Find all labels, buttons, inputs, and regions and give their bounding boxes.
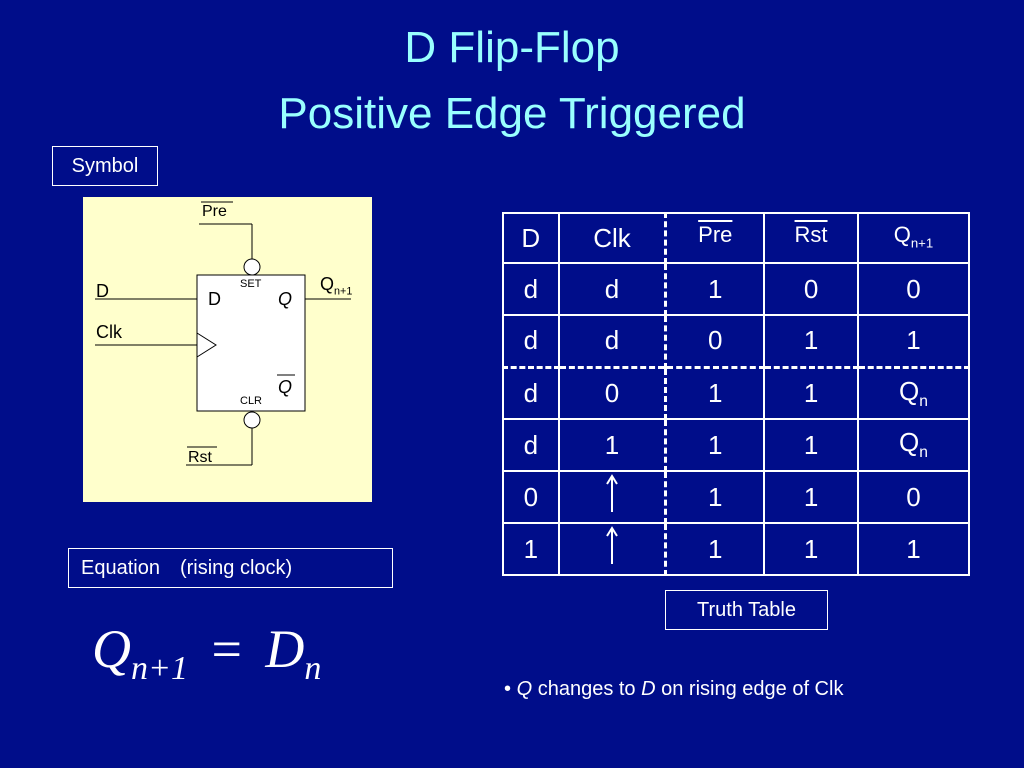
d-inside-label: D [208,289,221,309]
qn-letter: Q [898,427,920,458]
equation-rhs-subscript: n [304,649,322,687]
bullet-note: • Q changes to D on rising edge of Clk [504,678,843,701]
cell: 0 [502,470,560,524]
equation-label-word: Equation [81,556,160,579]
cell: 1 [856,522,971,576]
equation: Qn+1 = Dn [92,618,321,688]
cell: 1 [664,262,766,316]
cell: 1 [557,418,667,472]
pre-bubble [243,258,261,276]
symbol-label-text: Symbol [71,154,139,177]
clock-triangle [196,332,217,358]
header-q-letter: Q [893,222,911,247]
pre-label: Pre [202,203,227,220]
cell: 1 [763,314,859,368]
symbol-label: Symbol [52,146,158,186]
table-row: d 0 1 1 Qn [502,365,971,420]
cell: 0 [856,262,971,316]
truth-table: D Clk Pre Rst Qn+1 d d 1 0 0 d d 0 1 1 d… [502,212,971,576]
clr-label: CLR [240,395,263,407]
rising-edge-arrow-icon [606,525,618,564]
cell: Qn [856,365,971,420]
header-clk: Clk [557,212,667,264]
cell: 1 [763,470,859,524]
cell: 1 [763,365,859,420]
qbar-inside-label: Q [278,377,293,397]
rst-bubble [243,411,261,429]
table-row: d d 1 0 0 [502,262,971,316]
cell: d [502,262,560,316]
cell: 1 [664,365,766,420]
header-rst: Rst [763,212,859,264]
cell: 1 [856,314,971,368]
cell: Qn [856,418,971,472]
d-input-label: D [96,281,109,301]
rising-edge-arrow-icon [606,473,618,512]
flip-flop-symbol-panel: Pre Rst D Clk SET CLR D Q Q Qn+1 [83,197,372,502]
cell: d [557,262,667,316]
q-output-letter: Q [320,274,335,294]
cell: 1 [763,418,859,472]
qn-letter: Q [898,375,920,406]
cell: 0 [557,365,667,420]
truth-table-header-row: D Clk Pre Rst Qn+1 [502,212,971,264]
clk-input-label: Clk [96,322,122,342]
header-q-subscript: n+1 [910,235,934,251]
truth-table-label-text: Truth Table [697,598,796,621]
qn-subscript: n [919,392,928,410]
q-output-subscript: n+1 [334,285,353,298]
header-d: D [502,212,560,264]
equation-lhs: Q [92,619,131,679]
header-pre: Pre [664,212,766,264]
cell: 1 [664,522,766,576]
q-output-label: Qn+1 [320,274,352,298]
q-inside-label: Q [278,289,293,309]
set-label: SET [240,278,262,290]
header-q: Qn+1 [856,212,971,264]
cell: 1 [502,522,560,576]
header-pre-text: Pre [698,222,733,247]
equation-lhs-subscript: n+1 [131,649,188,687]
header-rst-text: Rst [794,222,828,247]
slide-title-line-1: D Flip-Flop [404,23,620,72]
table-row: d 1 1 1 Qn [502,418,971,472]
cell: 0 [664,314,766,368]
cell [557,522,667,576]
cell: 1 [664,418,766,472]
cell [557,470,667,524]
slide-title-line-2: Positive Edge Triggered [278,89,746,138]
bullet-d: D [641,678,656,700]
flip-flop-symbol-drawing [95,201,351,466]
cell: 1 [664,470,766,524]
flip-flop-body [196,274,306,412]
table-row: 0 1 1 0 [502,470,971,524]
cell: d [557,314,667,368]
cell: 0 [763,262,859,316]
equation-label: Equation (rising clock) [68,548,393,588]
qn-subscript: n [919,444,928,462]
cell: d [502,365,560,420]
cell: 1 [763,522,859,576]
table-row: 1 1 1 1 [502,522,971,576]
rst-label: Rst [188,449,212,466]
equation-equals: = [211,619,242,679]
equation-label-note: (rising clock) [179,556,293,579]
equation-rhs: D [265,619,305,679]
cell: d [502,418,560,472]
bullet-text-1: changes to [532,678,642,700]
bullet-text-2: on rising edge of Clk [655,678,844,700]
cell: 0 [856,470,971,524]
bullet-q: Q [516,678,533,700]
cell: d [502,314,560,368]
table-row: d d 0 1 1 [502,314,971,368]
truth-table-label: Truth Table [665,590,828,630]
bullet-dot: • [504,678,512,700]
